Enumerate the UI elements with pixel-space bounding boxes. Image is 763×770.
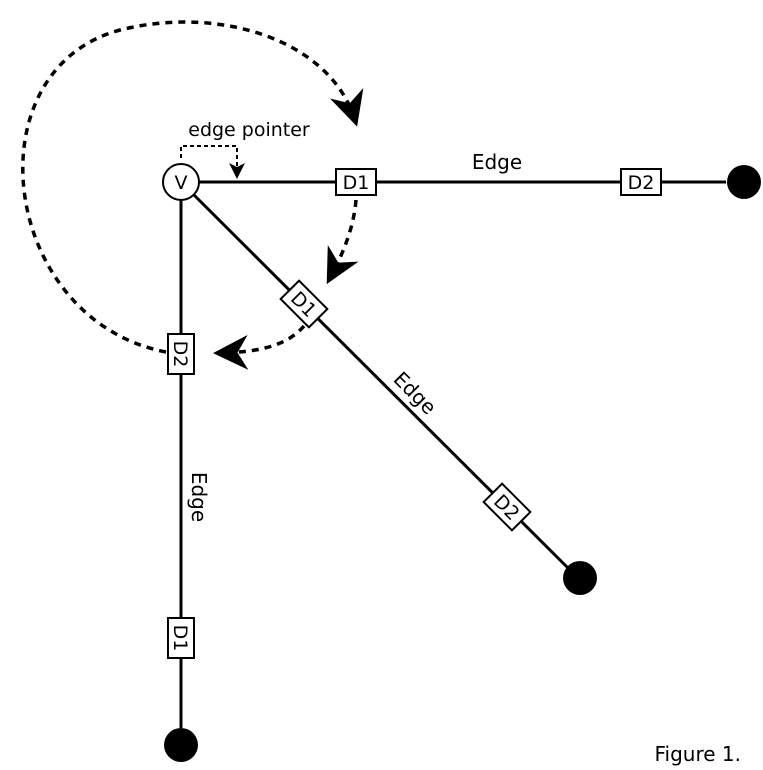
edge-label-horizontal: Edge	[472, 150, 522, 174]
edge-label-diagonal: Edge	[389, 367, 442, 420]
dart-label: D1	[169, 625, 191, 652]
rotation-arrow-d1-to-d1	[326, 199, 359, 285]
rotation-arrow-d1-to-d2	[213, 324, 306, 370]
terminal-vertex-diagonal	[563, 561, 597, 595]
vertex-v-label: V	[175, 172, 188, 194]
dart-box-vertical-d2: D2	[167, 333, 195, 375]
dart-box-vertical-d1: D1	[167, 617, 195, 659]
dart-box-diagonal-d1: D1	[279, 279, 329, 329]
terminal-vertex-right	[727, 165, 761, 199]
dart-label: D2	[628, 172, 655, 194]
dart-label: D1	[343, 172, 370, 194]
terminal-vertex-bottom	[164, 728, 198, 762]
rotation-arrow-outer	[21, 20, 364, 354]
dart-box-diagonal-d2: D2	[482, 482, 532, 532]
dart-box-horizontal-d2: D2	[620, 168, 662, 196]
vertex-v	[162, 163, 200, 201]
figure-caption: Figure 1.	[654, 742, 741, 766]
edge-pointer-label: edge pointer	[188, 119, 310, 141]
dart-box-horizontal-d1: D1	[335, 168, 377, 196]
edge-label-vertical: Edge	[187, 472, 211, 522]
dart-label: D2	[169, 341, 191, 368]
